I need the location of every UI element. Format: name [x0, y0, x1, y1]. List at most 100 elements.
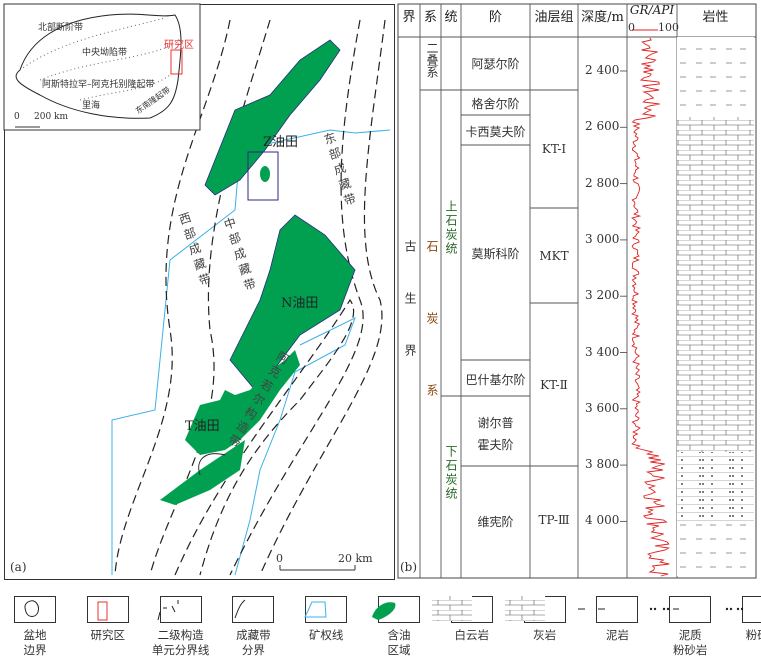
legend-label-line: 盆地 [23, 628, 47, 642]
legend-siltstone-label: 粉砂岩 [728, 628, 761, 643]
legend-label-line: 二级构造 [157, 628, 204, 642]
erathem-cell: 古生界 [403, 240, 417, 396]
legend-label-line: 灰岩 [533, 628, 557, 642]
legend-study-area-icon [86, 596, 129, 623]
basin-outline [15, 13, 182, 119]
inset-label: 里海 [82, 101, 101, 111]
header-oil-group: 油层组 [534, 10, 574, 25]
legend-license-line-label: 矿权线 [291, 628, 361, 643]
legend-label-line: 矿权线 [308, 628, 344, 642]
legend-label-line: 白云岩 [454, 628, 490, 642]
stratigraphic-column [397, 3, 757, 579]
stage-cell: 阿瑟尔阶 [471, 57, 520, 71]
lithology-mud-top [677, 37, 754, 117]
stage-cell: 巴什基尔阶 [465, 373, 526, 387]
legend-dolomite-icon [450, 596, 493, 623]
legend-basin-boundary-icon [14, 596, 56, 623]
stage-cell: 卡西莫夫阶 [465, 125, 526, 139]
map-drawing [3, 3, 391, 576]
legend-argillaceous-siltstone-icon [669, 596, 712, 623]
zone-boundary [259, 19, 386, 576]
legend-mudstone-icon [596, 596, 639, 623]
header-depth: 深度/m [581, 10, 624, 25]
legend-oil-area-icon [378, 596, 420, 623]
legend-study-area-label: 研究区 [73, 628, 143, 643]
panel-label-b: (b) [400, 560, 418, 574]
map-scale: 20 km [338, 552, 373, 565]
oil-group-cell: KT-Ⅱ [540, 378, 568, 392]
system-cell: 石炭系 [425, 240, 439, 456]
license-line [234, 316, 356, 576]
legend-argillaceous-siltstone-label: 泥质粉砂岩 [655, 628, 725, 658]
depth-tick-label: 2 400 [585, 63, 620, 77]
legend-limestone-label: 灰岩 [510, 628, 580, 643]
basin-boundary [198, 453, 226, 476]
inset-scale: 0 [14, 112, 20, 122]
header-gr: GR/API [629, 3, 675, 17]
depth-tick-label: 3 000 [585, 231, 620, 246]
legend-label-line: 含油 [387, 628, 411, 642]
stage-cell: 格舍尔阶 [471, 97, 520, 111]
oil-field-z [204, 39, 341, 196]
gr-curve [631, 37, 671, 577]
legend-label-line: 分界 [241, 643, 265, 657]
depth-tick-label: 3 200 [585, 288, 620, 303]
zone-boundary [114, 19, 231, 576]
stage-cell: 谢尔普 [477, 416, 514, 430]
header-series: 统 [444, 10, 458, 25]
depth-tick-label: 3 600 [585, 400, 620, 415]
header-stage: 阶 [488, 10, 502, 25]
zone-boundary [229, 19, 364, 576]
inset-label: 阿斯特拉罕–阿克托别隆起带 [42, 80, 155, 90]
legend-label-line: 泥岩 [605, 628, 629, 642]
stage-cell: 霍夫阶 [477, 438, 514, 452]
legend-secondary-unit-boundary-label: 二级构造单元分界线 [146, 628, 216, 658]
legend-label-line: 边界 [23, 643, 47, 657]
inset-label: 中央坳陷带 [82, 48, 128, 58]
legend-siltstone-icon [742, 596, 761, 623]
system-cell: 二叠系 [425, 42, 439, 78]
field-label-t: T油田 [185, 419, 220, 434]
depth-tick-label: 4 000 [585, 513, 620, 528]
stage-cell: 维宪阶 [477, 515, 514, 529]
gr-min: 0 [628, 21, 635, 34]
legend-label-line: 粉砂岩 [745, 628, 761, 642]
legend-label-line: 区域 [387, 643, 411, 657]
inset-scale: 200 km [34, 112, 69, 122]
legend-label-line: 泥质 [678, 628, 702, 642]
legend-secondary-unit-boundary-icon [159, 596, 202, 623]
depth-tick-label: 2 800 [585, 175, 620, 190]
legend-limestone-icon [523, 596, 566, 623]
depth-tick-label: 3 800 [585, 457, 620, 472]
header-system: 系 [423, 10, 437, 25]
legend-dolomite-label: 白云岩 [437, 628, 507, 643]
legend-label-line: 成藏带 [236, 628, 271, 642]
oil-group-cell: KT-Ⅰ [541, 142, 567, 156]
map-scale: 0 [276, 552, 283, 565]
lithology-silt [677, 452, 754, 522]
depth-tick-label: 3 400 [585, 344, 620, 359]
field-label-z: Z油田 [263, 135, 299, 150]
zone-boundary [174, 298, 355, 576]
depth-tick-label: 2 600 [585, 119, 620, 134]
legend-accumulation-zone-boundary-icon [232, 596, 275, 623]
series-cell: 上石炭统 [444, 200, 458, 256]
legend-label-line: 粉砂岩 [672, 643, 708, 657]
legend-mudstone-label: 泥岩 [582, 628, 652, 643]
legend-license-line-icon [305, 596, 348, 623]
oil-group-cell: MKT [539, 249, 569, 263]
oil-field-south [160, 440, 245, 505]
legend-basin-boundary-label: 盆地边界 [0, 628, 70, 658]
field-label-n: N油田 [281, 296, 319, 311]
inset-label: 北部断阶带 [38, 23, 84, 33]
stage-cell: 莫斯科阶 [471, 247, 520, 261]
oil-group-cell: TP-Ⅲ [538, 513, 570, 527]
lithology-lime [677, 117, 754, 452]
legend-label-line: 研究区 [90, 628, 126, 642]
license-line [111, 129, 391, 575]
gr-max: 100 [658, 21, 679, 34]
oil-field-t [185, 350, 300, 455]
series-cell: 下石炭统 [444, 445, 458, 501]
header-lithology: 岩性 [702, 10, 729, 25]
legend-accumulation-zone-boundary-label: 成藏带分界 [218, 628, 288, 658]
